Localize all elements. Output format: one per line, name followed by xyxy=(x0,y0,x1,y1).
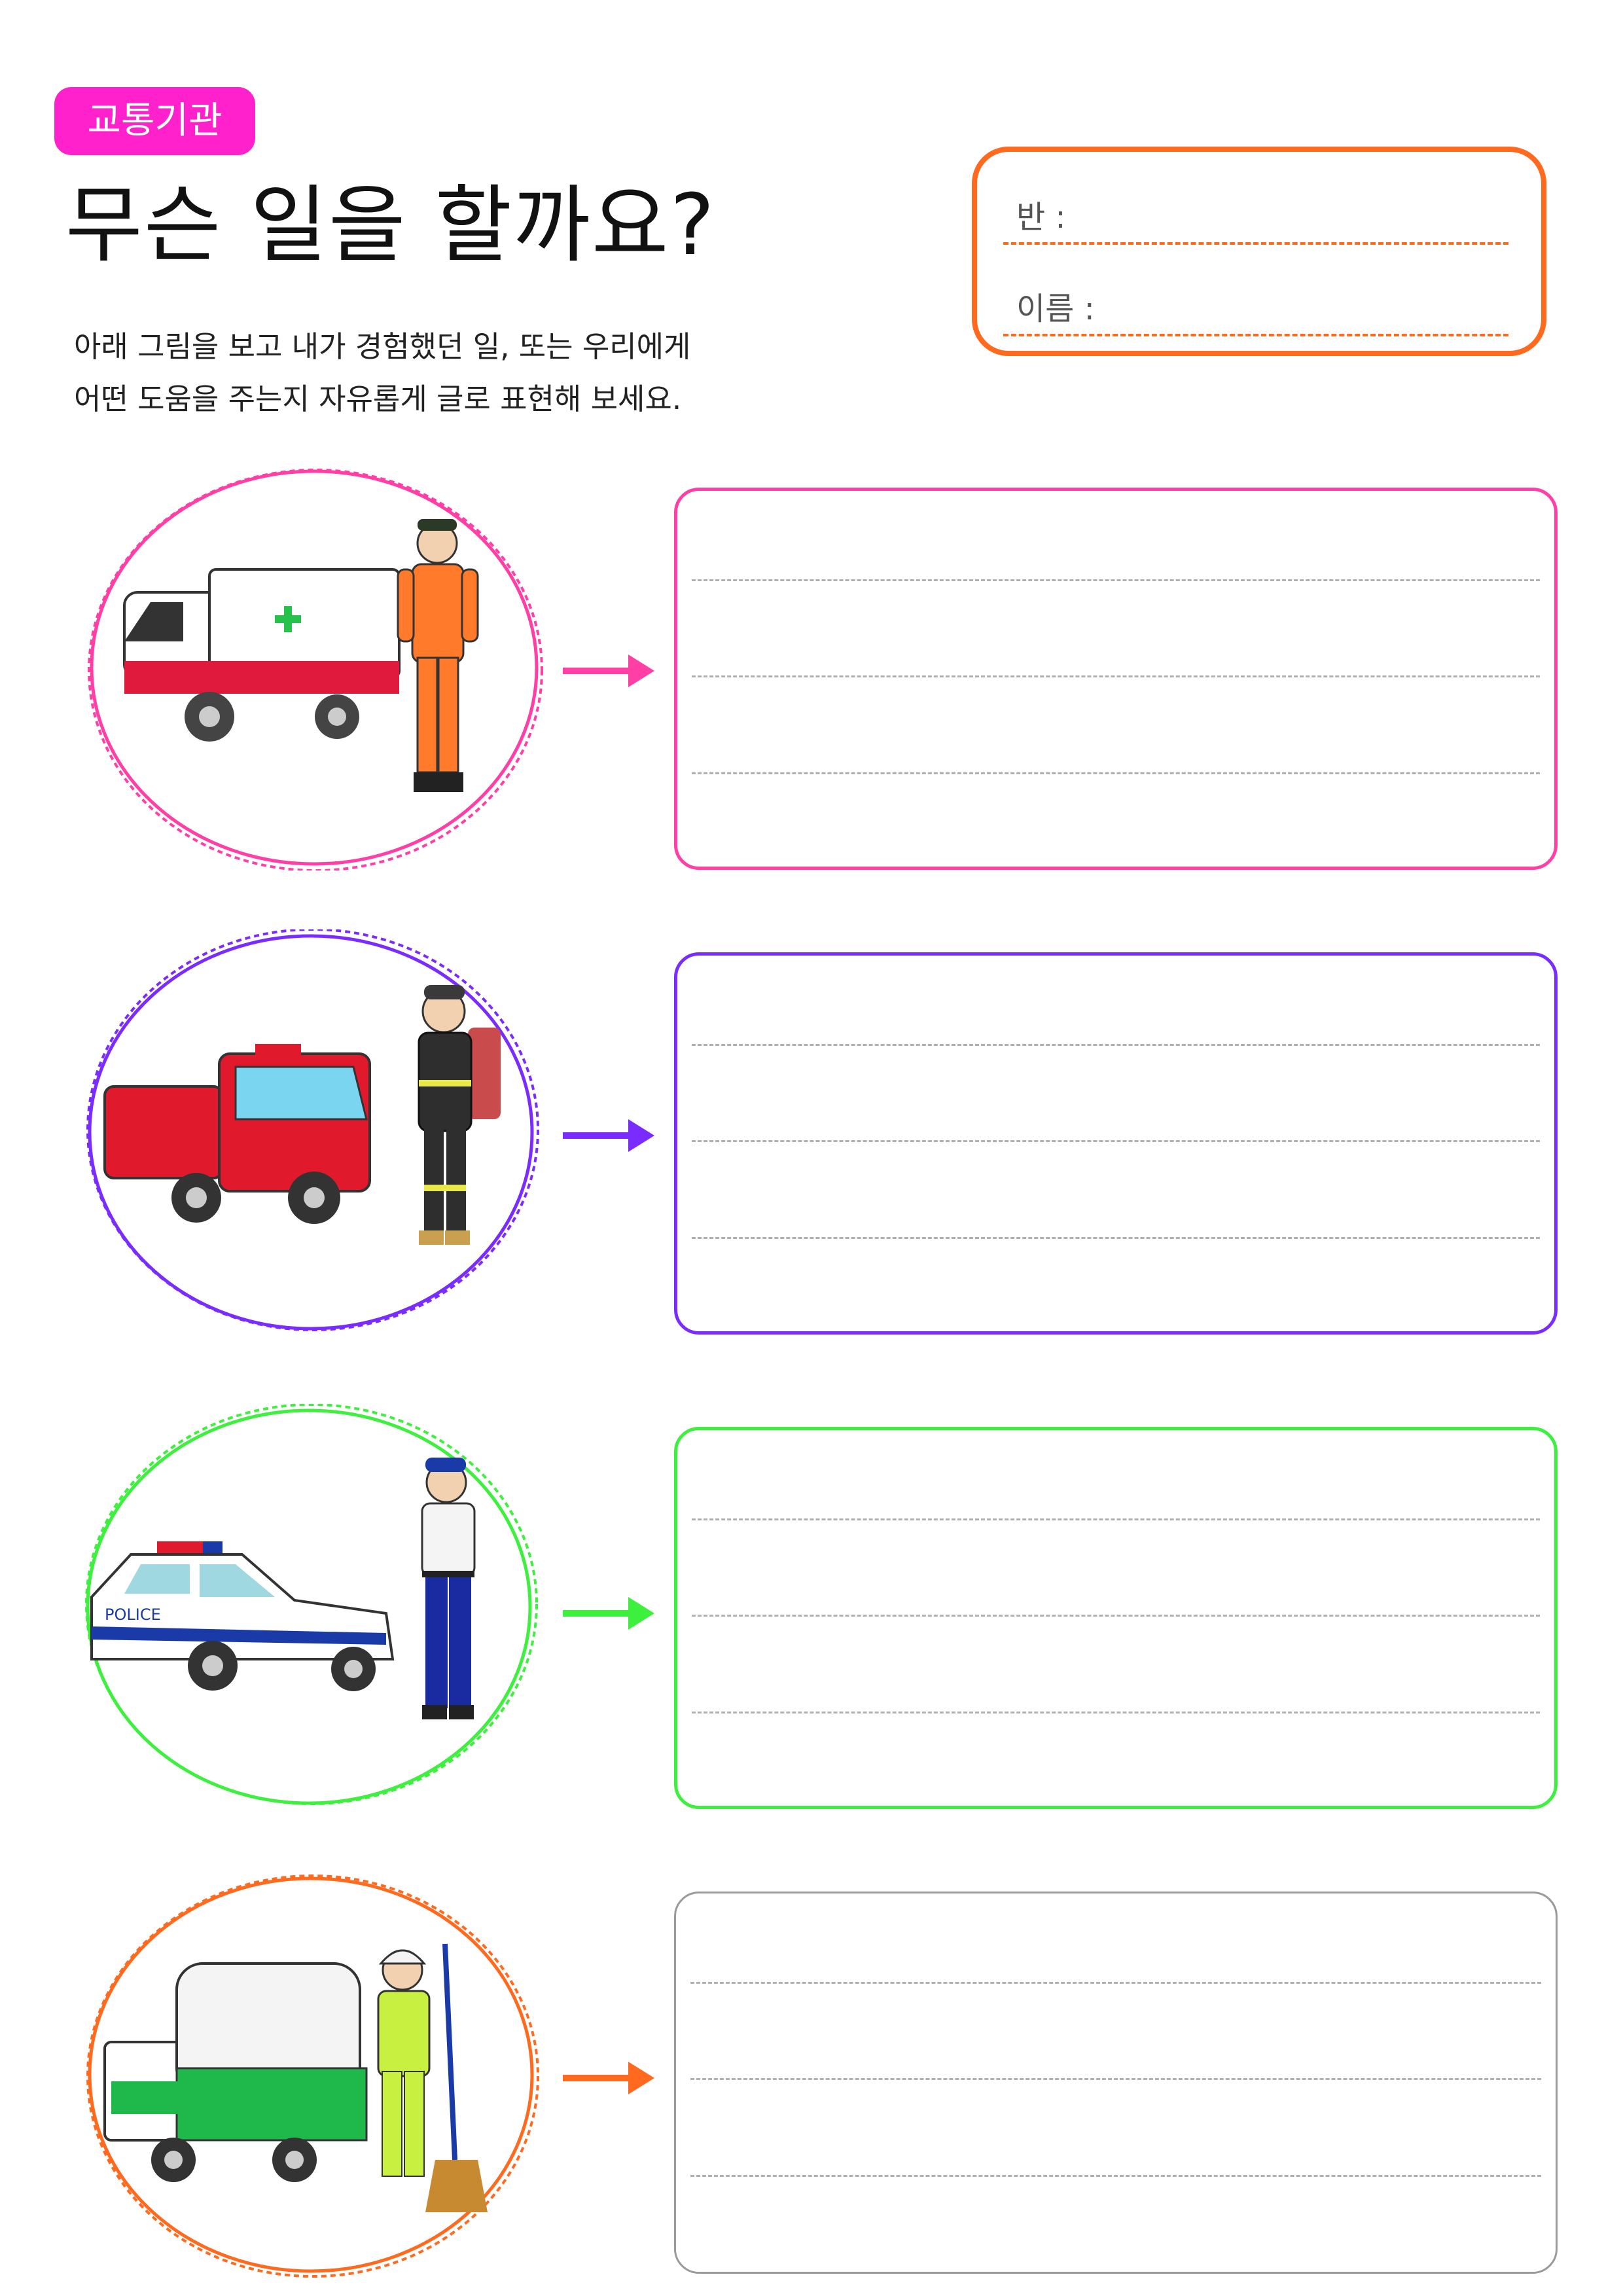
class-label: 반 : xyxy=(1016,199,1066,236)
writing-line xyxy=(692,675,1540,677)
arrow-right-icon xyxy=(563,1119,654,1152)
writing-box-police-car[interactable] xyxy=(674,1427,1558,1809)
name-write-line[interactable] xyxy=(1003,334,1508,336)
row-fire-truck xyxy=(0,929,1623,1348)
writing-line xyxy=(692,1712,1540,1713)
row-garbage-truck xyxy=(0,1872,1623,2291)
ambulance-icon xyxy=(123,568,401,742)
fire-truck-icon xyxy=(103,1044,371,1224)
arrow-right-icon xyxy=(563,1597,654,1630)
police-car-illustration: POLICE xyxy=(79,1404,550,1810)
writing-line xyxy=(690,2175,1541,2177)
ambulance-illustration xyxy=(79,465,550,870)
arrow-right-icon xyxy=(563,2062,654,2094)
street-cleaner-icon xyxy=(377,1943,488,2212)
writing-line xyxy=(692,579,1540,581)
writing-line xyxy=(692,1140,1540,1142)
firefighter-icon xyxy=(418,985,501,1245)
name-box: 반 : 이름 : xyxy=(972,147,1546,356)
paramedic-icon xyxy=(397,519,479,792)
page-title: 무슨 일을 할까요? xyxy=(65,177,716,274)
writing-line xyxy=(692,772,1540,774)
row-police-car: POLICE xyxy=(0,1404,1623,1823)
instructions-line-2: 어떤 도움을 주는지 자유롭게 글로 표현해 보세요. xyxy=(74,382,682,416)
police-car-text: POLICE xyxy=(105,1605,161,1624)
writing-line xyxy=(692,1044,1540,1046)
fire-truck-illustration xyxy=(79,929,550,1335)
writing-line xyxy=(692,1615,1540,1617)
writing-line xyxy=(690,2078,1541,2080)
writing-line xyxy=(692,1518,1540,1520)
row-ambulance xyxy=(0,465,1623,884)
class-write-line[interactable] xyxy=(1003,242,1508,245)
writing-box-garbage-truck[interactable] xyxy=(674,1892,1558,2274)
category-badge: 교통기관 xyxy=(54,87,255,155)
arrow-right-icon xyxy=(563,655,654,687)
writing-line xyxy=(692,1237,1540,1239)
writing-box-fire-truck[interactable] xyxy=(674,952,1558,1335)
police-officer-icon xyxy=(421,1458,476,1719)
garbage-truck-illustration xyxy=(79,1872,550,2278)
garbage-truck-icon xyxy=(103,1962,368,2182)
writing-box-ambulance[interactable] xyxy=(674,488,1558,870)
instructions: 아래 그림을 보고 내가 경험했던 일, 또는 우리에게 어떤 도움을 주는지 … xyxy=(74,321,690,425)
instructions-line-1: 아래 그림을 보고 내가 경험했던 일, 또는 우리에게 xyxy=(74,329,691,364)
writing-line xyxy=(690,1982,1541,1984)
police-car-icon: POLICE xyxy=(90,1541,395,1691)
name-label: 이름 : xyxy=(1016,291,1095,327)
